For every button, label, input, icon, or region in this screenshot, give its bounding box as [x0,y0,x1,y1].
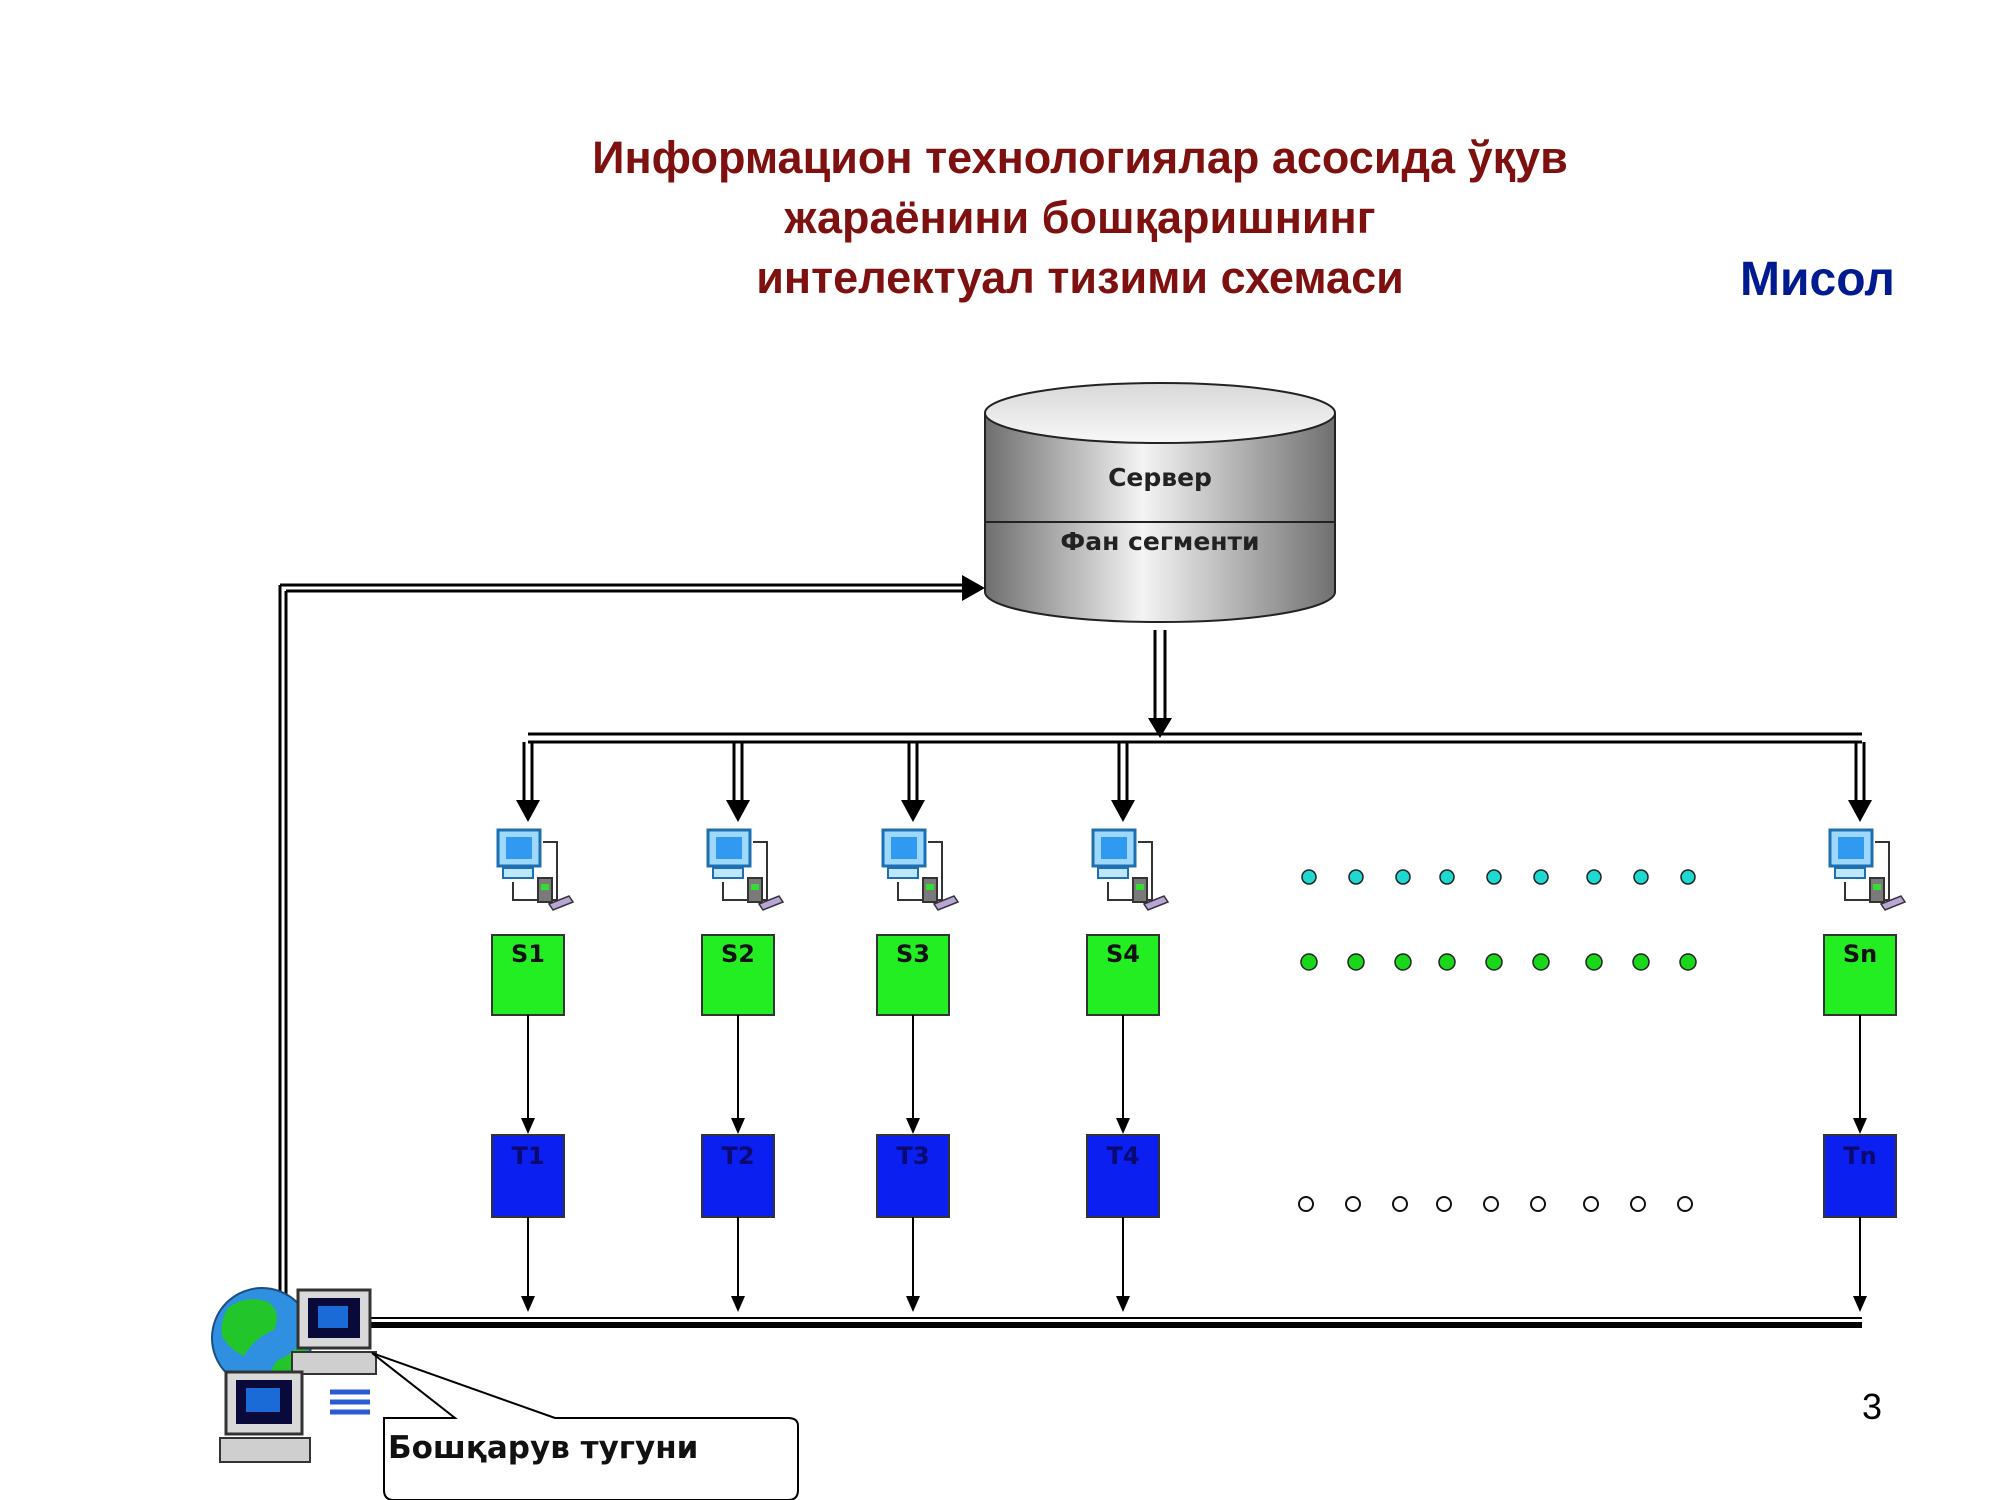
student-label: Sn [1843,940,1877,968]
ellipsis-dot [1532,953,1550,971]
task-label: T1 [511,1142,544,1170]
control-node-callout: Бошқарув тугуни [371,1352,799,1500]
task-label: Tn [1843,1142,1876,1170]
ellipsis-dot [1395,869,1411,885]
distribution-bus [528,732,1862,744]
ellipsis-dot [1392,1196,1408,1212]
server-label: Сервер [1108,463,1212,492]
ellipsis-dots [1298,869,1697,1212]
ellipsis-dot [1301,869,1317,885]
workstation-icon [1828,828,1907,911]
ellipsis-dot [1533,869,1549,885]
task-box [701,1134,775,1218]
ellipsis-dot [1348,869,1364,885]
task-box [876,1134,950,1218]
ellipsis-dot [1679,953,1697,971]
ellipsis-dot [1436,1196,1452,1212]
student-label: S4 [1106,940,1140,968]
ellipsis-dot [1298,1196,1314,1212]
ellipsis-dot [1633,869,1649,885]
task-label: T2 [721,1142,754,1170]
ellipsis-dot [1583,1196,1599,1212]
student-box [701,934,775,1016]
ellipsis-dot [1347,953,1365,971]
student-box [491,934,565,1016]
ellipsis-dot [1586,869,1602,885]
ellipsis-dot [1680,869,1696,885]
student-box [1086,934,1160,1016]
title-line-3: интелектуал тизими схемаси [756,252,1404,303]
ellipsis-dot [1630,1196,1646,1212]
title-line-1: Информацион технологиялар асосида ўқув [592,132,1568,183]
task-label: T4 [1106,1142,1139,1170]
student-box [876,934,950,1016]
server-database: Сервер Фан сегменти [984,382,1336,623]
ellipsis-dot [1485,953,1503,971]
student-label: S1 [511,940,545,968]
segment-label: Фан сегменти [1060,527,1259,556]
task-box [1823,1134,1897,1218]
network-globe-computers-icon [211,1287,377,1463]
workstation-icon [1091,828,1170,911]
diagram-title: Информацион технологиялар асосида ўқув ж… [500,128,1660,308]
feedback-connector [278,575,985,1302]
ellipsis-dot [1438,953,1456,971]
task-box [1086,1134,1160,1218]
ellipsis-dot [1439,869,1455,885]
control-node-label: Бошқарув тугуни [388,1430,698,1466]
ellipsis-dot [1394,953,1412,971]
ellipsis-dot [1585,953,1603,971]
collection-bus [365,1317,1862,1328]
server-down-connector [1148,630,1172,738]
ellipsis-dot [1345,1196,1361,1212]
student-label: S2 [721,940,755,968]
ellipsis-dot [1486,869,1502,885]
ellipsis-dot [1677,1196,1693,1212]
page-number: 3 [1862,1386,1883,1427]
student-label: S3 [896,940,930,968]
student-box [1823,934,1897,1016]
workstation-icon [881,828,960,911]
ellipsis-dot [1632,953,1650,971]
title-line-2: жараёнини бошқаришнинг [784,192,1376,243]
ellipsis-dot [1483,1196,1499,1212]
task-label: T3 [896,1142,929,1170]
ellipsis-dot [1530,1196,1546,1212]
workstation-icon [706,828,785,911]
example-tag: Мисол [1740,253,1895,306]
task-box [491,1134,565,1218]
ellipsis-dot [1300,953,1318,971]
workstation-icon [496,828,575,911]
